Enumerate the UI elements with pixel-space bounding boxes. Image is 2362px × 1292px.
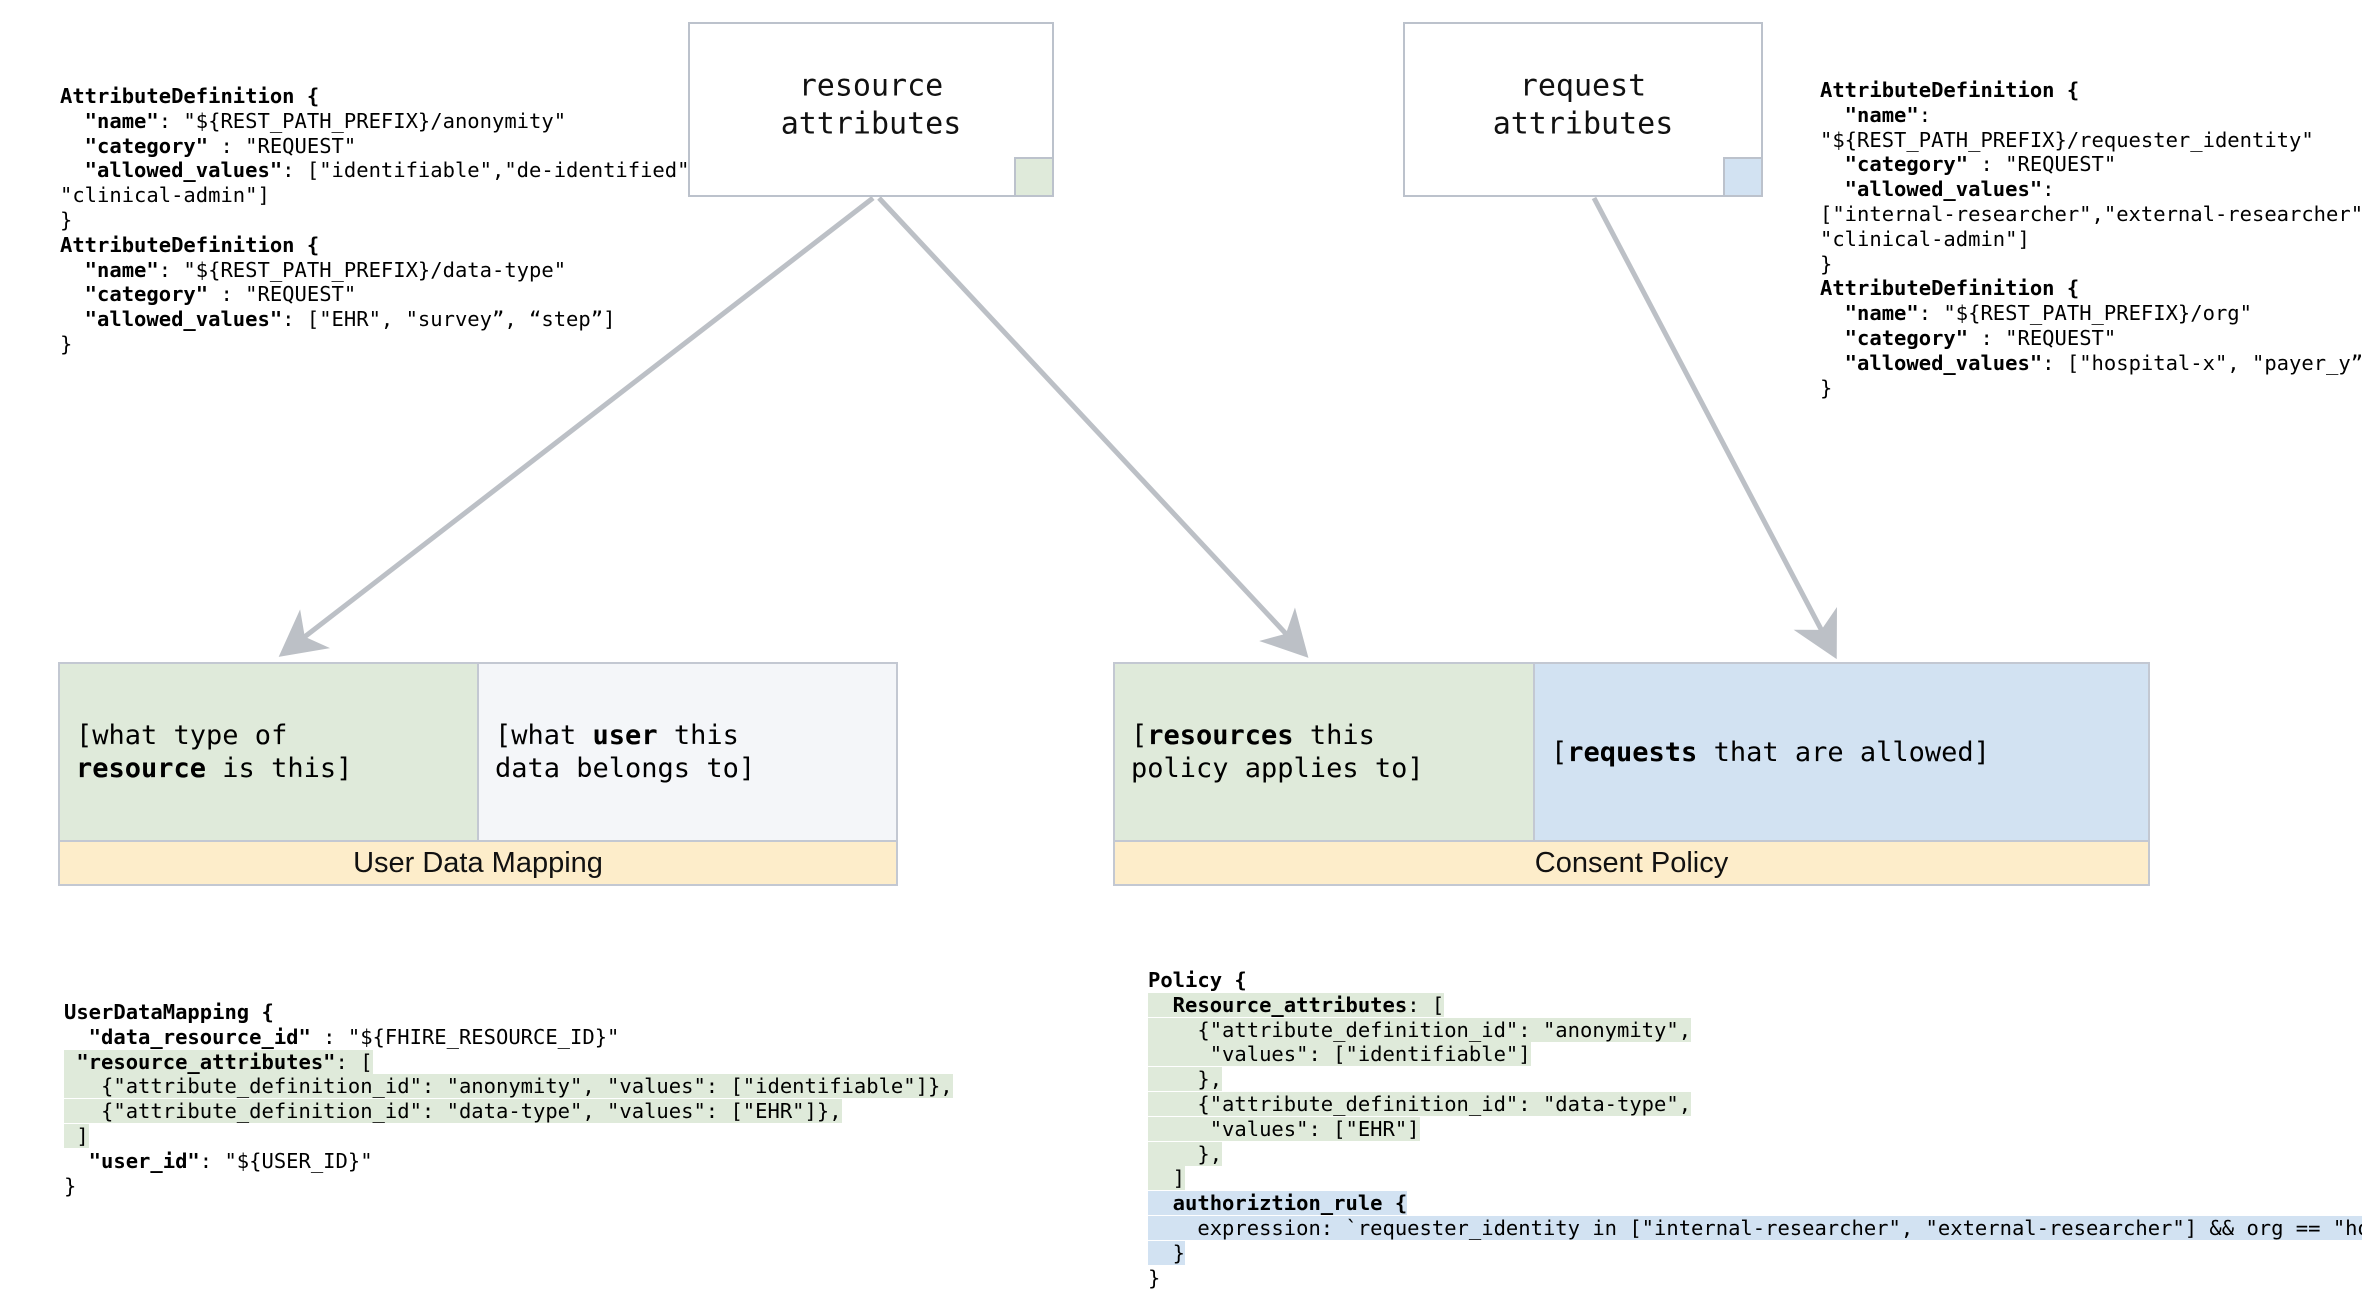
consent-policy-box[interactable]: [resources this policy applies to] [requ…	[1113, 662, 2150, 886]
resource-attributes-box[interactable]: resource attributes	[688, 22, 1054, 197]
request-attributes-box[interactable]: request attributes	[1403, 22, 1763, 197]
user-data-mapping-resource-cell[interactable]: [what type of resource is this]	[58, 662, 479, 842]
consent-policy-footer-label: Consent Policy	[1534, 846, 1729, 879]
user-data-mapping-box[interactable]: [what type of resource is this] [what us…	[58, 662, 898, 886]
consent-policy-footer: Consent Policy	[1113, 840, 2150, 886]
user-data-mapping-footer-label: User Data Mapping	[353, 846, 603, 879]
consent-policy-resource-cell-text: [resources this policy applies to]	[1131, 720, 1424, 784]
user-data-mapping-resource-cell-text: [what type of resource is this]	[76, 720, 353, 784]
request-attributes-label: request attributes	[1492, 67, 1674, 141]
arrow-resource-to-consent-policy	[877, 196, 1309, 658]
resource-green-swatch	[1014, 157, 1054, 197]
user-data-mapping-footer: User Data Mapping	[58, 840, 898, 886]
request-attribute-definitions-text: AttributeDefinition { "name":"${REST_PAT…	[1820, 78, 2362, 400]
user-data-mapping-user-cell[interactable]: [what user this data belongs to]	[477, 662, 898, 842]
consent-policy-resource-cell[interactable]: [resources this policy applies to]	[1113, 662, 1535, 842]
resource-attributes-label: resource attributes	[780, 67, 962, 141]
user-data-mapping-user-cell-text: [what user this data belongs to]	[495, 720, 756, 784]
consent-policy-request-cell[interactable]: [requests that are allowed]	[1533, 662, 2150, 842]
policy-code: Policy { Resource_attributes: [ {"attrib…	[1148, 968, 2362, 1290]
consent-policy-request-cell-text: [requests that are allowed]	[1551, 736, 1990, 768]
resource-attribute-definitions-text: AttributeDefinition { "name": "${REST_PA…	[60, 84, 702, 356]
request-blue-swatch	[1723, 157, 1763, 197]
arrow-request-to-consent-policy	[1591, 196, 1837, 660]
user-data-mapping-code: UserDataMapping { "data_resource_id" : "…	[64, 1000, 953, 1198]
